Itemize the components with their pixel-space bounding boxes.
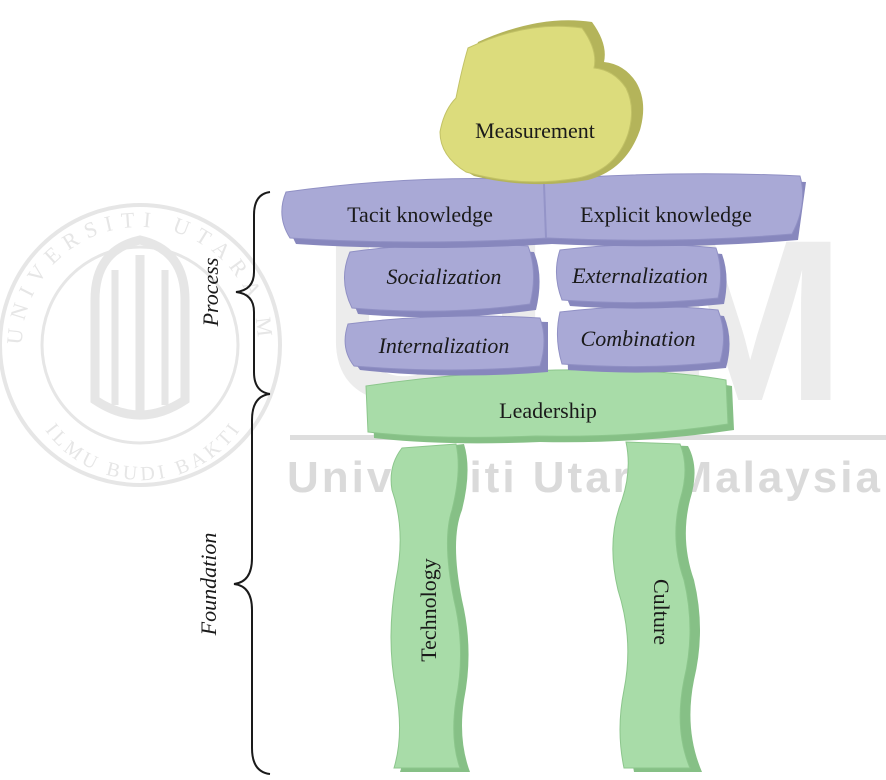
process-bracket-label: Process [198,258,223,328]
externalization-label: Externalization [571,263,708,288]
university-seal-watermark [0,203,282,487]
combination-stone [556,305,730,373]
socialization-label: Socialization [387,264,502,289]
knowledge-slab [281,173,806,248]
leadership-slab [365,369,734,444]
internalization-label: Internalization [378,333,510,358]
culture-label: Culture [649,579,674,645]
tacit-knowledge-label: Tacit knowledge [347,202,493,227]
measurement-label: Measurement [475,118,595,143]
leadership-label: Leadership [499,398,597,423]
explicit-knowledge-label: Explicit knowledge [580,202,752,227]
foundation-bracket [233,393,271,775]
externalization-stone [556,243,727,309]
combination-label: Combination [581,326,696,351]
internalization-stone [344,315,548,376]
technology-label: Technology [416,558,441,662]
university-name-watermark: Universiti Utara Malaysia [287,453,883,502]
culture-pillar [612,441,702,772]
process-bracket [235,191,271,395]
technology-pillar [390,443,470,772]
measurement-stone [439,20,644,185]
foundation-bracket-label: Foundation [196,533,221,637]
seal-ring-text-bottom: ILMU BUDI BAKTI [41,417,246,485]
